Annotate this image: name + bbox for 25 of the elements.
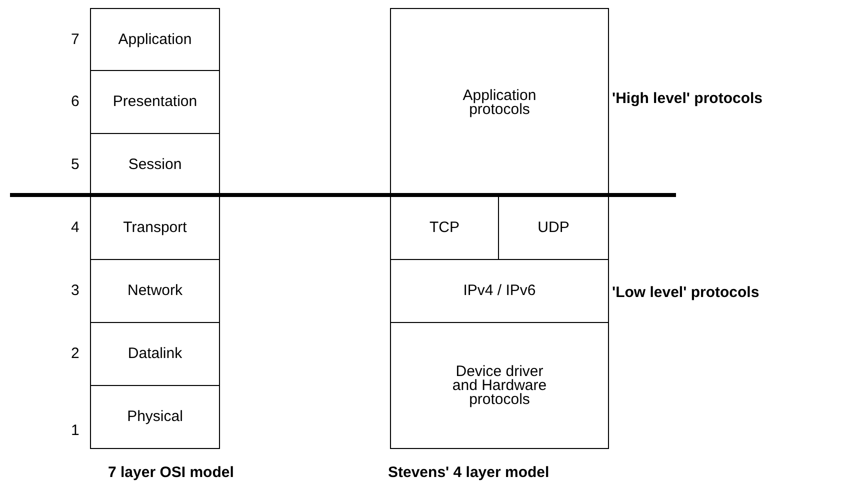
layer-number: 7	[71, 30, 80, 48]
layer-number: 2	[71, 345, 80, 362]
level-label: 'Low level' protocols	[612, 284, 760, 301]
layer-name: Transport	[123, 221, 187, 235]
layer-name: Network	[127, 284, 182, 298]
layer-name: IPv4 / IPv6	[463, 284, 536, 298]
layer-name: TCP	[430, 221, 460, 235]
layer-number: 6	[71, 93, 80, 110]
level-label: 'High level' protocols	[612, 90, 762, 107]
layer-name: UDP	[538, 221, 570, 235]
layer-name: Device driver and Hardware protocols	[451, 364, 548, 406]
layer-name: Physical	[127, 410, 183, 424]
layer-box	[390, 322, 609, 449]
model-caption: Stevens' 4 layer model	[388, 464, 550, 481]
layer-box	[390, 259, 609, 323]
layer-name: Application	[118, 32, 192, 46]
layer-name: Presentation	[112, 95, 198, 109]
layer-number: 4	[71, 219, 80, 236]
layer-number: 5	[71, 156, 80, 173]
layer-number: 3	[71, 282, 80, 299]
model-caption: 7 layer OSI model	[108, 464, 234, 481]
layer-name: Datalink	[128, 347, 182, 361]
layer-name: Session	[128, 158, 182, 172]
layer-number: 1	[71, 422, 80, 439]
layer-name: Application protocols	[462, 88, 538, 116]
